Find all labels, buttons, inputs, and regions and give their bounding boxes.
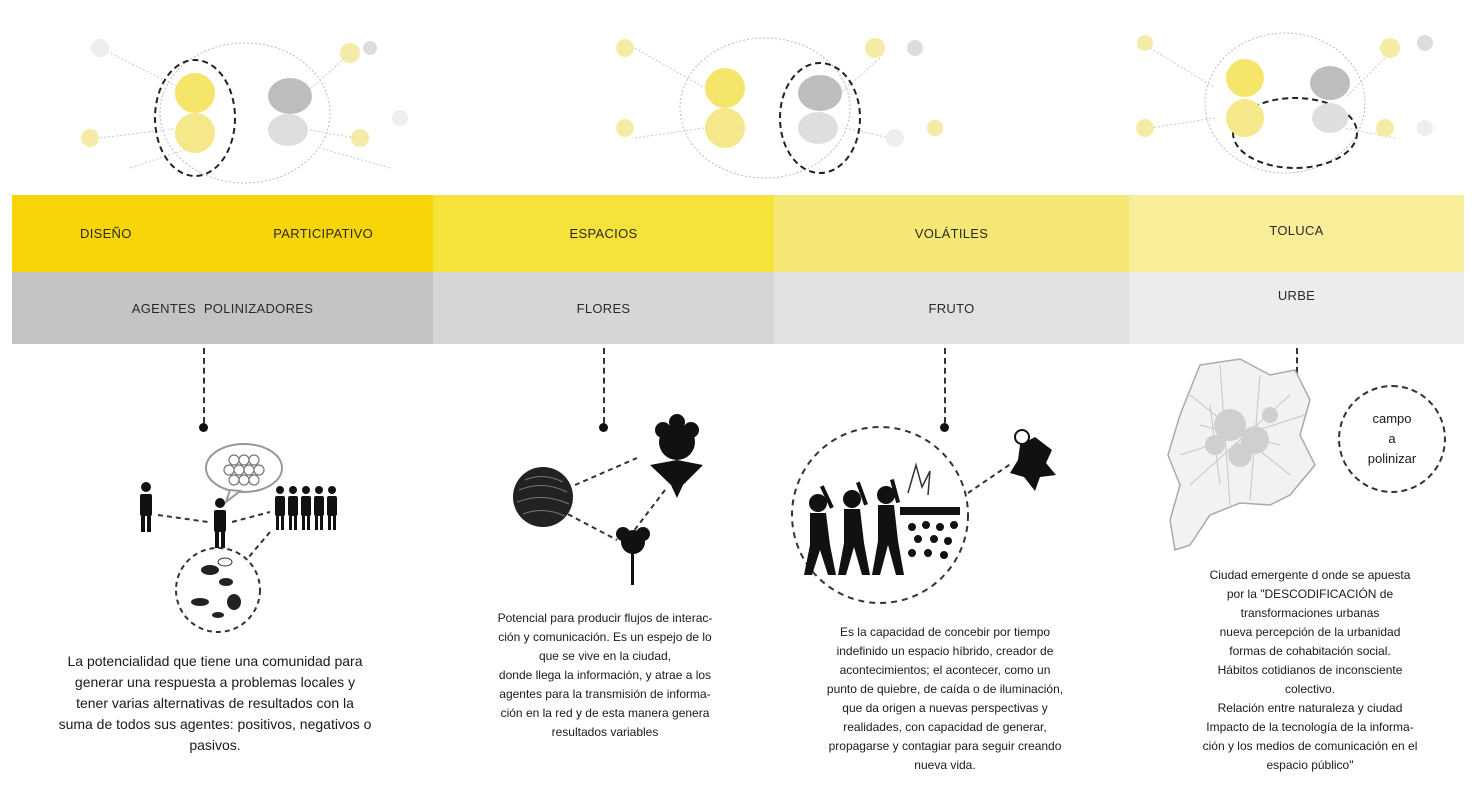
- metaphor-label-fruto: FRUTO: [928, 300, 975, 316]
- campo-line-1: campo: [1372, 411, 1412, 426]
- campo-line-2: a: [1388, 431, 1396, 446]
- description-line: tener varias alternativas de resultados …: [76, 695, 354, 711]
- metaphor-label-flores: FLORES: [576, 300, 631, 316]
- description-line: Relación entre naturaleza y ciudad: [1217, 701, 1403, 715]
- description-line: que da origen a nuevas perspectivas y: [842, 701, 1048, 715]
- metaphor-cell-2: FLORES: [433, 272, 774, 344]
- connector-dot-2: [599, 423, 608, 432]
- description-line: Impacto de la tecnología de la informa-: [1206, 720, 1414, 734]
- description-line: resultados variables: [551, 725, 659, 739]
- connector-3: [944, 348, 946, 423]
- network-diagram-3: [1136, 32, 1433, 174]
- description-line: punto de quiebre, de caída o de iluminac…: [826, 682, 1064, 696]
- description-line: ción y comunicación. Es un espejo de lo: [498, 630, 712, 644]
- description-line: Ciudad emergente d onde se apuesta: [1209, 568, 1411, 582]
- metaphor-cell-4: URBE: [1129, 272, 1464, 344]
- description-espacios: Potencial para producir flujos de intera…: [440, 609, 770, 742]
- description-line: Hábitos cotidianos de inconsciente: [1217, 663, 1403, 677]
- description-line: agentes para la transmisión de informa-: [499, 687, 711, 701]
- concept-band: DISEÑO PARTICIPATIVO ESPACIOS VOLÁTILES …: [12, 195, 1464, 272]
- description-line: nueva percepción de la urbanidad: [1219, 625, 1401, 639]
- description-line: propagarse y contagiar para seguir crean…: [828, 739, 1062, 753]
- description-line: espacio público": [1266, 758, 1354, 772]
- network-diagram-1: [81, 39, 408, 184]
- description-line: realidades, con capacidad de generar,: [843, 720, 1047, 734]
- description-line: que se vive en la ciudad,: [538, 649, 672, 663]
- description-toluca: Ciudad emergente d onde se apuesta por l…: [1150, 566, 1470, 775]
- community-agents-illustration: [140, 443, 337, 633]
- description-line: La potencialidad que tiene una comunidad…: [67, 653, 363, 669]
- description-line: colectivo.: [1284, 682, 1336, 696]
- description-line: ción y los medios de comunicación en el: [1202, 739, 1418, 753]
- band-label-participativo: PARTICIPATIVO: [273, 226, 373, 241]
- fruit-event-illustration: [791, 426, 1056, 604]
- description-line: por la "DESCODIFICACIÓN de: [1226, 587, 1394, 601]
- description-line: nueva vida.: [914, 758, 976, 772]
- campo-a-polinizar-circle: campo a polinizar: [1338, 385, 1446, 493]
- connector-dot-3: [940, 423, 949, 432]
- description-line: donde llega la información, y atrae a lo…: [498, 668, 712, 682]
- band-cell-1: DISEÑO PARTICIPATIVO: [12, 195, 433, 272]
- description-line: acontecimientos; el acontecer, como un: [839, 663, 1051, 677]
- description-line: Es la capacidad de concebir por tiempo: [839, 625, 1051, 639]
- description-line: generar una respuesta a problemas locale…: [74, 674, 356, 690]
- description-diseno-participativo: La potencialidad que tiene una comunidad…: [5, 651, 425, 756]
- band-label-volatiles: VOLÁTILES: [914, 226, 989, 241]
- connector-dot-1: [199, 423, 208, 432]
- connector-1: [203, 348, 205, 423]
- toluca-city-map: [1167, 358, 1316, 551]
- metaphor-label-agentes: AGENTES POLINIZADORES: [131, 300, 314, 316]
- description-line: ción en la red y de esta manera genera: [500, 706, 710, 720]
- metaphor-cell-3: FRUTO: [774, 272, 1129, 344]
- band-cell-2: ESPACIOS: [433, 195, 774, 272]
- connector-2: [603, 348, 605, 423]
- band-label-espacios: ESPACIOS: [569, 226, 638, 241]
- band-label-toluca: TOLUCA: [1269, 223, 1324, 238]
- description-volatiles: Es la capacidad de concebir por tiempo i…: [780, 623, 1110, 775]
- network-diagram-2: [616, 37, 943, 179]
- description-line: suma de todos sus agentes: positivos, ne…: [58, 716, 372, 732]
- description-line: transformaciones urbanas: [1240, 606, 1380, 620]
- band-label-diseno: DISEÑO: [80, 226, 132, 241]
- description-line: indefinido un espacio híbrido, creador d…: [836, 644, 1054, 658]
- campo-line-3: polinizar: [1367, 451, 1417, 466]
- description-line: Potencial para producir flujos de intera…: [497, 611, 713, 625]
- description-line: formas de cohabitación social.: [1229, 644, 1391, 658]
- band-cell-4: TOLUCA: [1129, 195, 1464, 272]
- description-line: pasivos.: [189, 737, 241, 753]
- band-cell-3: VOLÁTILES: [774, 195, 1129, 272]
- metaphor-cell-1: AGENTES POLINIZADORES: [12, 272, 433, 344]
- metaphor-band: AGENTES POLINIZADORES FLORES FRUTO URBE: [12, 272, 1464, 344]
- flowers-illustration: [513, 414, 703, 585]
- metaphor-label-urbe: URBE: [1277, 288, 1316, 303]
